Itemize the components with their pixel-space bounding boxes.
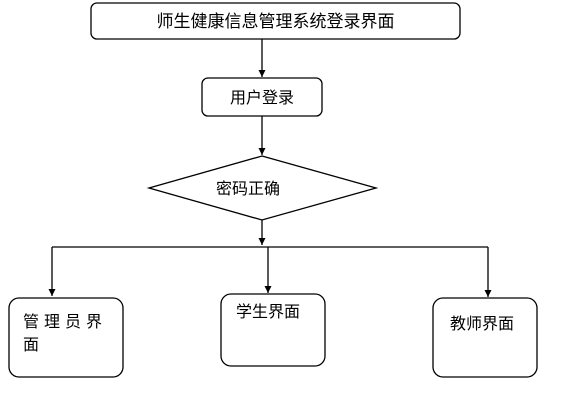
decision-node: 密码正确: [146, 155, 379, 221]
admin-label-line2: 面: [23, 335, 39, 354]
title-box: [90, 2, 461, 40]
decision-label: 密码正确: [216, 179, 280, 198]
student-box: [220, 293, 326, 367]
teacher-box: [432, 297, 538, 378]
title-label: 师生健康信息管理系统登录界面: [157, 12, 395, 32]
teacher-label: 教师界面: [450, 314, 514, 333]
login-label: 用户登录: [230, 88, 294, 107]
teacher-node: 教师界面: [432, 297, 538, 378]
login-node: 用户登录: [201, 77, 323, 117]
admin-node: 管理员界 面: [8, 297, 124, 378]
student-node: 学生界面: [220, 293, 326, 367]
admin-box: [8, 297, 124, 378]
student-label: 学生界面: [236, 302, 300, 321]
title-node: 师生健康信息管理系统登录界面: [90, 2, 461, 40]
admin-label-line1: 管理员界: [23, 312, 107, 331]
